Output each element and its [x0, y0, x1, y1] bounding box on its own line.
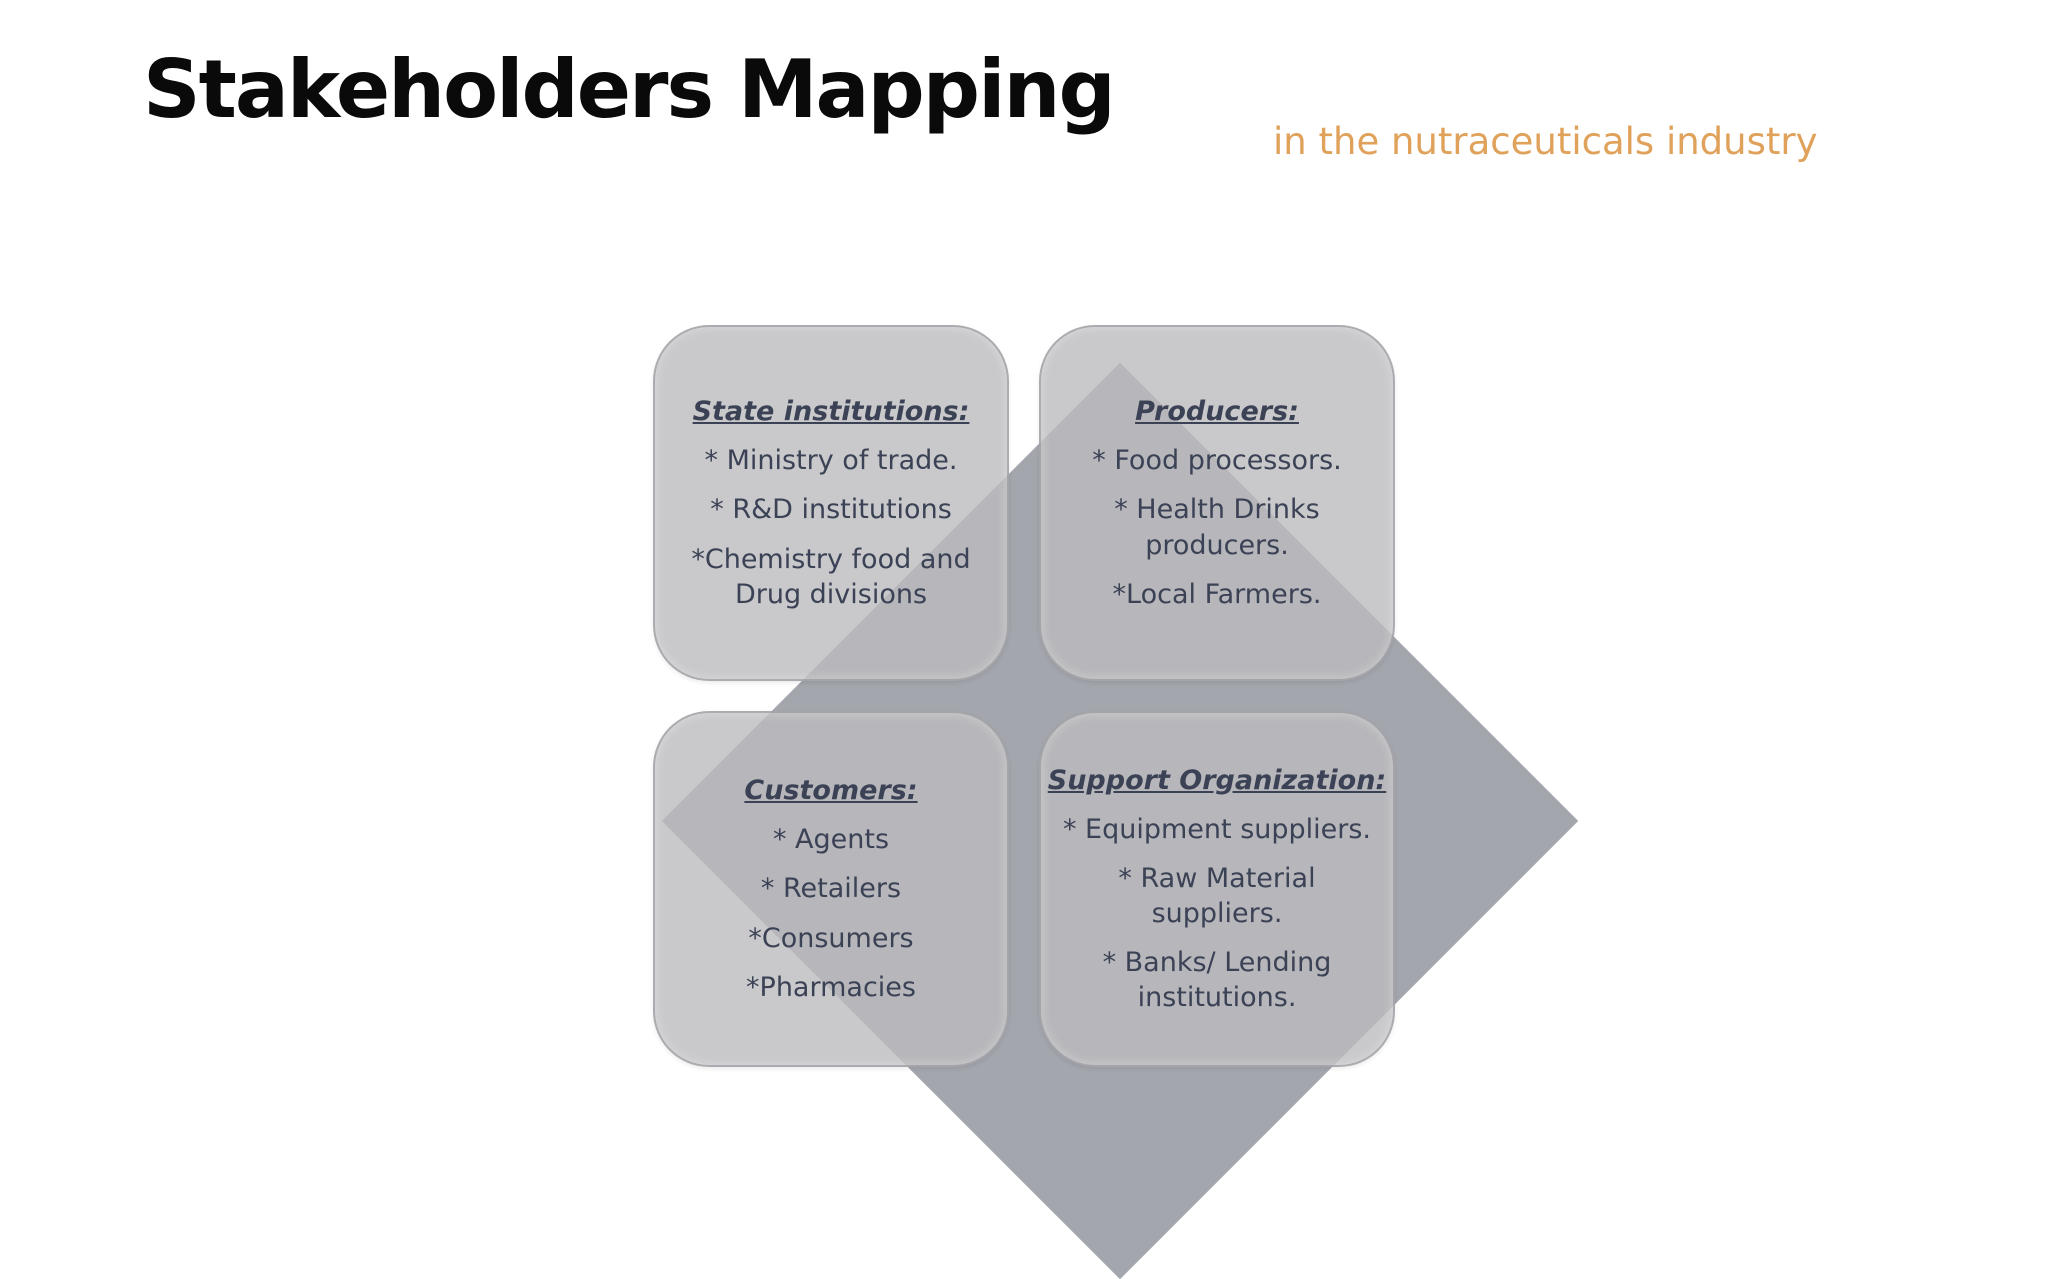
quadrant-heading: Customers: — [744, 775, 918, 807]
quadrant-heading: Producers: — [1135, 396, 1299, 428]
quadrant-support-organization: Support Organization: * Equipment suppli… — [1039, 711, 1395, 1067]
quadrant-producers: Producers: * Food processors. * Health D… — [1039, 325, 1395, 681]
quadrant-item: * R&D institutions — [710, 494, 952, 526]
quadrant-item: * Equipment suppliers. — [1062, 813, 1372, 845]
quadrant-heading: Support Organization: — [1047, 764, 1387, 796]
quadrant-item: *Pharmacies — [746, 971, 916, 1003]
quadrant-item: *Chemistry food and Drug divisions — [691, 543, 971, 610]
quadrant-item: * Ministry of trade. — [704, 445, 958, 477]
quadrant-item: * Agents — [772, 824, 890, 856]
stakeholder-diagram: State institutions: * Ministry of trade.… — [653, 325, 1579, 1279]
page-title: Stakeholders Mapping — [143, 43, 1116, 136]
quadrant-item: * Retailers — [760, 873, 902, 905]
quadrant-item: *Consumers — [748, 922, 914, 954]
quadrant-state-institutions: State institutions: * Ministry of trade.… — [653, 325, 1009, 681]
quadrant-item: * Food processors. — [1092, 445, 1342, 477]
quadrant-item: * Raw Material suppliers. — [1118, 862, 1316, 929]
page-subtitle: in the nutraceuticals industry — [1273, 120, 1818, 163]
quadrant-item: *Local Farmers. — [1112, 578, 1322, 610]
quadrant-item: * Health Drinks producers. — [1114, 494, 1320, 561]
quadrant-customers: Customers: * Agents * Retailers *Consume… — [653, 711, 1009, 1067]
quadrant-item: * Banks/ Lending institutions. — [1102, 947, 1332, 1014]
quadrant-heading: State institutions: — [692, 396, 970, 428]
